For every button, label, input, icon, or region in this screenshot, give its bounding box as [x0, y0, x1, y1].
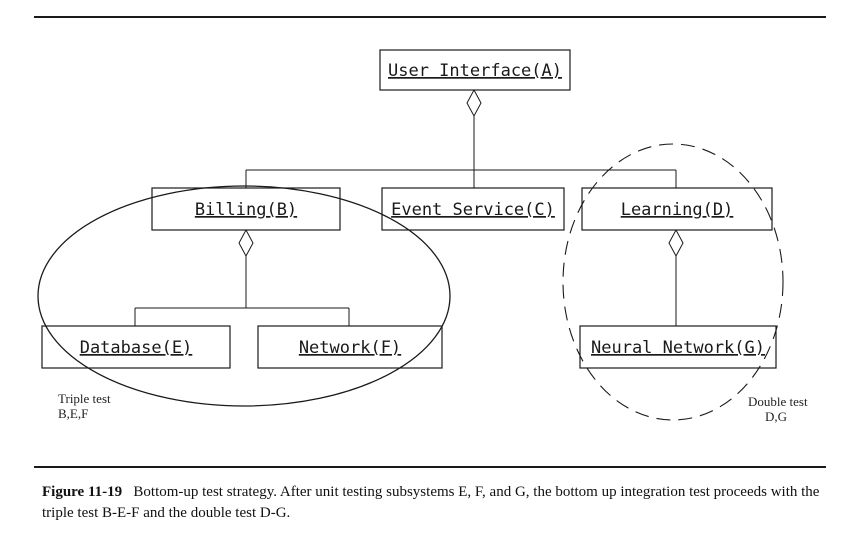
aggregation-diamond-a	[466, 88, 482, 118]
figure-number: Figure 11-19	[42, 484, 123, 500]
node-billing: Billing(B)	[151, 187, 341, 231]
node-network-label: Network(F)	[299, 338, 401, 358]
node-neural-network: Neural Network(G)	[579, 325, 777, 369]
node-event-service: Event Service(C)	[381, 187, 565, 231]
node-learning: Learning(D)	[581, 187, 773, 231]
double-test-label: Double test	[748, 394, 808, 409]
aggregation-diamond-b	[238, 228, 254, 258]
triple-test-ellipse	[37, 185, 451, 407]
figure-caption-text: Bottom-up test strategy. After unit test…	[42, 484, 820, 521]
double-test-members: D,G	[765, 409, 787, 424]
aggregation-diamond-d	[668, 228, 684, 258]
node-user-interface-label: User Interface(A)	[388, 61, 562, 81]
double-test-ellipse	[562, 143, 784, 421]
node-user-interface: User Interface(A)	[379, 49, 571, 91]
node-neural-network-label: Neural Network(G)	[591, 338, 765, 358]
node-network: Network(F)	[257, 325, 443, 369]
node-database-label: Database(E)	[80, 338, 193, 358]
figure-caption: Figure 11-19 Bottom-up test strategy. Af…	[42, 482, 832, 524]
node-database: Database(E)	[41, 325, 231, 369]
node-event-service-label: Event Service(C)	[391, 200, 555, 220]
node-learning-label: Learning(D)	[621, 200, 734, 220]
node-billing-label: Billing(B)	[195, 200, 297, 220]
triple-test-members: B,E,F	[58, 406, 88, 421]
triple-test-label: Triple test	[58, 391, 111, 406]
